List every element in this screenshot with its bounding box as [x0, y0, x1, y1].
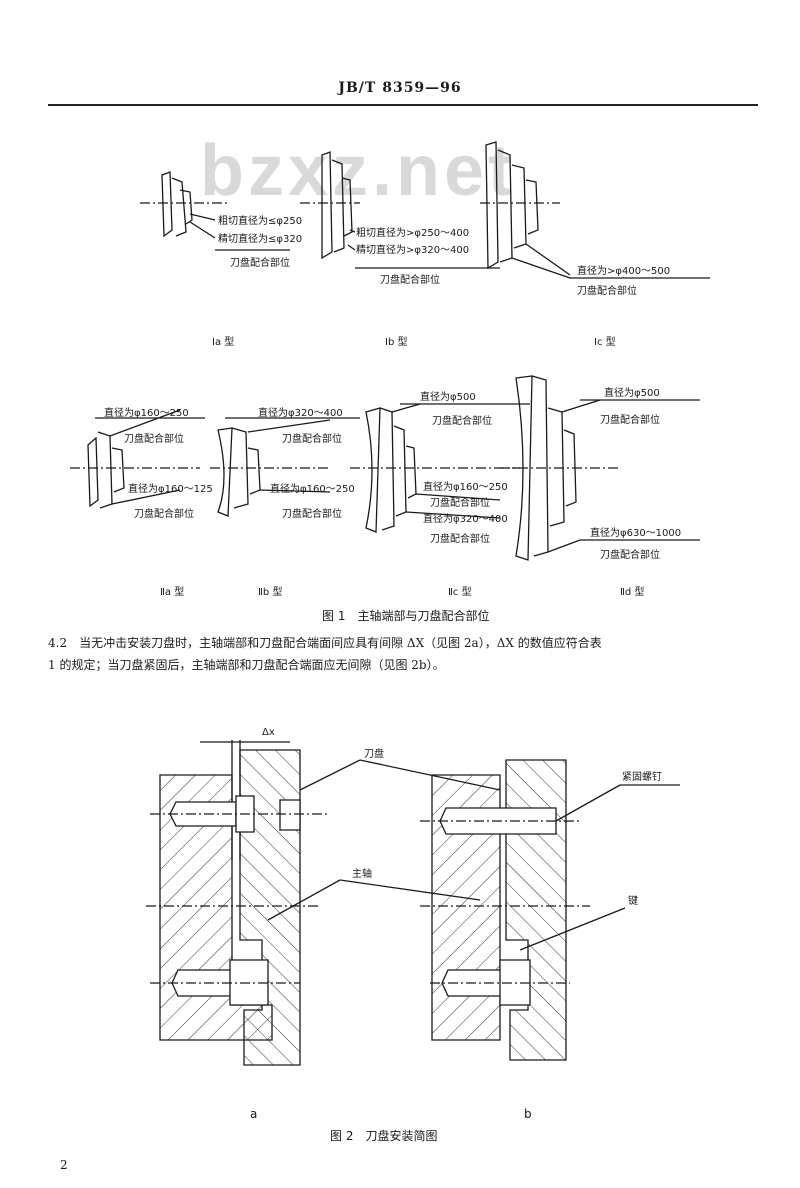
fig1-1a-label1: 粗切直径为≤φ250	[218, 214, 302, 227]
fig1-2b-label2: 直径为φ160～250	[270, 482, 355, 495]
fig2-spindle-label: 主轴	[352, 867, 372, 880]
clause-4-2-line1: 4.2 当无冲击安装刀盘时，主轴端部和刀盘配合端面间应具有间隙 ΔX（见图 2a…	[48, 636, 602, 650]
fig1-2c-fit2: 刀盘配合部位	[430, 496, 490, 509]
fig1-2c-label2: 直径为φ160～250	[423, 480, 508, 493]
fig1-type-1c-drawing	[480, 141, 710, 279]
fig1-1b-fit: 刀盘配合部位	[380, 273, 440, 286]
fig1-1b-label1: 粗切直径为>φ250～400	[356, 226, 469, 239]
watermark: bzxz.net	[200, 131, 517, 211]
fig2-caption: 图 2 刀盘安装简图	[330, 1128, 437, 1143]
fig1-2b-type: Ⅱb 型	[258, 585, 282, 598]
fig1-2c-fit3: 刀盘配合部位	[430, 532, 490, 545]
fig1-type-1b-drawing	[300, 151, 500, 269]
fig1-2c-label3: 直径为φ320～400	[423, 512, 508, 525]
fig1-1a-label2: 精切直径为≤φ320	[218, 232, 302, 245]
fig1-2a-type: Ⅱa 型	[160, 585, 184, 598]
fig2-screw-label: 紧固螺钉	[622, 771, 662, 783]
fig1-2d-label1: 直径为φ500	[604, 386, 660, 399]
fig1-2d-label2: 直径为φ630～1000	[590, 526, 681, 539]
fig1-2c-label1: 直径为φ500	[420, 390, 476, 403]
fig2a-drawing	[146, 740, 361, 1066]
clause-4-2-line2: 1 的规定；当刀盘紧固后，主轴端部和刀盘配合端面应无间隙（见图 2b）。	[48, 658, 445, 672]
fig2b-drawing	[339, 759, 680, 1061]
fig2-cutter-label: 刀盘	[364, 747, 384, 760]
fig1-2b-fit2: 刀盘配合部位	[282, 507, 342, 520]
fig2-key-label: 键	[628, 894, 638, 907]
fig2a-delta-label: Δx	[262, 727, 275, 738]
fig1-1c-fit: 刀盘配合部位	[577, 284, 637, 297]
fig1-2d-type: Ⅱd 型	[620, 585, 644, 598]
page-number: 2	[60, 1158, 68, 1172]
fig1-1a-type: Ⅰa 型	[212, 335, 234, 348]
standard-code: JB/T 8359—96	[338, 80, 462, 96]
fig1-2a-label2: 直径为φ160～125	[128, 482, 213, 495]
header-rule	[48, 104, 758, 106]
fig1-1b-type: Ⅰb 型	[385, 335, 407, 348]
fig1-1c-type: Ⅰc 型	[594, 335, 616, 348]
fig1-2a-label1: 直径为φ160～250	[104, 406, 189, 419]
fig1-1b-label2: 精切直径为>φ320～400	[356, 243, 469, 256]
fig2-sub-b: b	[524, 1107, 532, 1121]
fig1-type-2c-drawing	[350, 403, 530, 533]
fig1-2d-fit2: 刀盘配合部位	[600, 548, 660, 561]
fig1-2c-fit1: 刀盘配合部位	[432, 414, 492, 427]
fig1-2b-label1: 直径为φ320～400	[258, 406, 343, 419]
fig1-2a-fit2: 刀盘配合部位	[134, 507, 194, 520]
fig1-caption: 图 1 主轴端部与刀盘配合部位	[322, 608, 489, 623]
fig1-type-2d-drawing	[500, 375, 700, 561]
fig1-1c-label1: 直径为>φ400～500	[577, 264, 670, 277]
fig2-sub-a: a	[250, 1107, 257, 1121]
fig1-type-2a-drawing	[70, 409, 205, 509]
fig1-2b-fit1: 刀盘配合部位	[282, 432, 342, 445]
fig1-type-1a-drawing	[140, 171, 290, 251]
fig1-1a-fit: 刀盘配合部位	[230, 256, 290, 269]
fig1-2a-fit1: 刀盘配合部位	[124, 432, 184, 445]
fig1-type-2b-drawing	[210, 417, 360, 517]
clause-4-2: 4.2 当无冲击安装刀盘时，主轴端部和刀盘配合端面间应具有间隙 ΔX（见图 2a…	[48, 632, 760, 676]
fig1-2d-fit1: 刀盘配合部位	[600, 413, 660, 426]
fig1-2c-type: Ⅱc 型	[448, 585, 472, 598]
